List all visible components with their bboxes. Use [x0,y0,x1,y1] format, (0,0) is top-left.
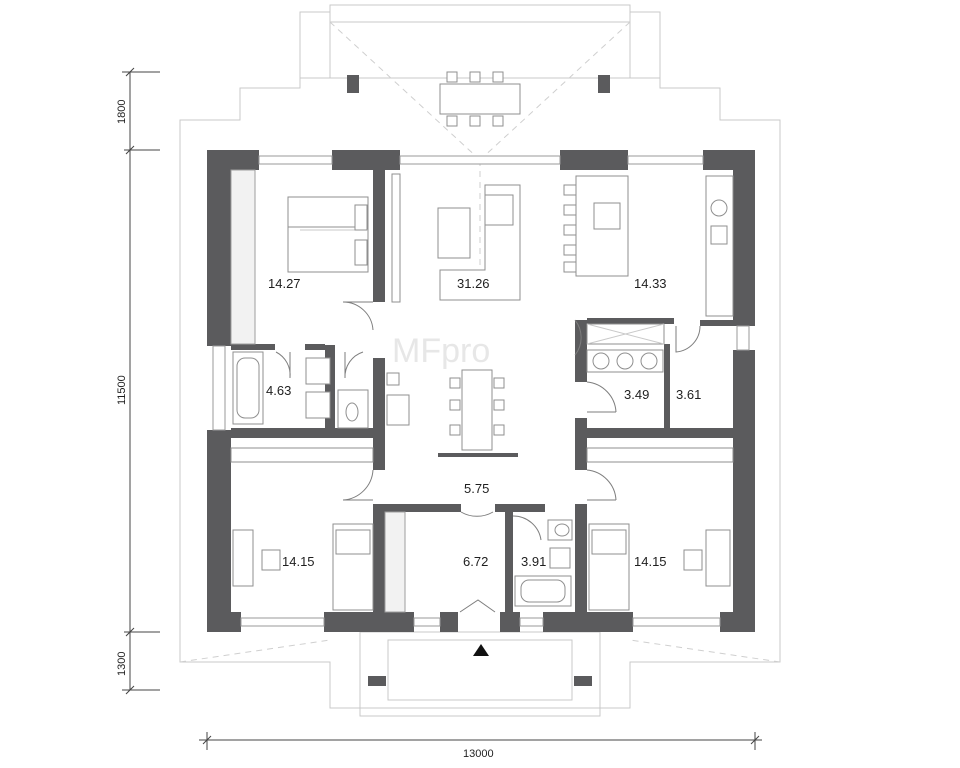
dimension-house-depth: 11500 [116,375,128,405]
doors [275,301,701,613]
porch [359,631,601,709]
dimension-porch: 1300 [116,652,128,676]
interior-walls [231,170,733,612]
room-area-bedroom-nw: 14.27 [268,276,301,291]
windows [212,155,750,627]
furniture [230,169,734,613]
room-area-bath-w: 4.63 [266,383,291,398]
room-area-hall: 5.75 [464,481,489,496]
room-area-storage: 3.61 [676,387,701,402]
roof-outline [179,150,781,717]
exterior-walls [207,150,755,632]
dimension-terrace: 1800 [116,100,128,124]
dimension-lines [122,67,762,750]
room-area-living: 31.26 [457,276,490,291]
room-area-kitchen: 14.33 [634,276,667,291]
entrance-arrow-icon [473,644,489,656]
dimension-house-width: 13000 [463,748,494,760]
room-labels: 14.27 31.26 14.33 4.63 3.49 3.61 5.75 14… [266,276,701,569]
room-area-entry: 6.72 [463,554,488,569]
terrace-outline [179,4,781,290]
room-area-bath-s: 3.91 [521,554,546,569]
room-area-utility: 3.49 [624,387,649,402]
room-area-bedroom-se: 14.15 [634,554,667,569]
room-area-bedroom-sw: 14.15 [282,554,315,569]
watermark-text: MFpro [392,332,490,370]
